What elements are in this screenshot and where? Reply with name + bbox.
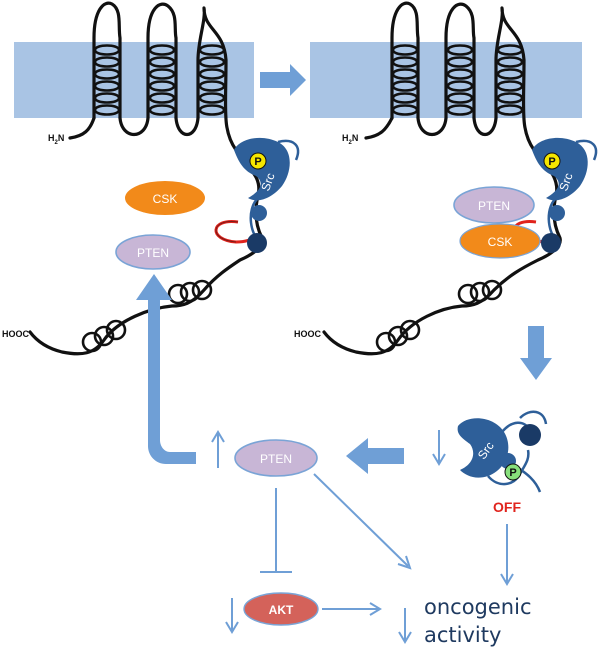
coils-cytoplasmic-right <box>375 279 503 353</box>
sh2-domain-right <box>549 205 565 221</box>
pten-center <box>234 439 318 477</box>
oncogenic-label-line2: activity <box>424 623 501 647</box>
csk-label-right: CSK <box>488 235 513 249</box>
increase-arrow-pten <box>211 430 225 468</box>
pten-label-center: PTEN <box>260 452 292 466</box>
pten-right <box>453 186 535 224</box>
src-label-right: Src <box>556 171 575 193</box>
arrow-pten-oncogenic <box>313 473 412 570</box>
src-kinase-left <box>234 137 300 253</box>
phospho-site-left <box>249 152 267 170</box>
arrow-akt-oncogenic <box>322 602 382 616</box>
off-label: OFF <box>493 499 521 515</box>
src-inactive <box>457 410 548 493</box>
akt <box>243 592 319 626</box>
nterm-label-left: H2N <box>48 133 64 146</box>
arrow-transition-right <box>260 64 306 96</box>
decrease-arrow-src <box>432 430 446 466</box>
pten-left <box>115 234 191 270</box>
csk-right <box>459 223 541 259</box>
phospho-site-inactive <box>504 463 522 481</box>
oncogenic-label-line1: oncogenic <box>424 595 532 619</box>
decrease-arrow-oncogenic <box>398 608 412 644</box>
pten-label-left: PTEN <box>137 246 169 260</box>
phospho-label-right: P <box>548 156 555 168</box>
arrow-off-oncogenic <box>500 524 514 586</box>
csk-left <box>125 181 205 215</box>
pten-label-right: PTEN <box>478 199 510 213</box>
cterm-label-left: HOOC <box>2 329 30 339</box>
src-label-left: Src <box>258 171 277 193</box>
nterm-label-right: H2N <box>342 133 358 146</box>
arrow-feedback-up <box>136 274 196 464</box>
src-kinase-right <box>532 137 598 253</box>
phospho-site-right <box>543 152 561 170</box>
akt-label: AKT <box>269 603 294 617</box>
sh3-domain-right <box>541 233 561 253</box>
sh3-domain-inactive <box>519 424 541 446</box>
coils-cytoplasmic-left <box>81 279 213 353</box>
sh2-domain-left <box>251 205 267 221</box>
arrow-to-pten <box>346 438 404 474</box>
linker-left <box>214 220 251 244</box>
arrow-down-to-inactive <box>520 326 552 380</box>
inhibition-pten-akt <box>260 488 292 573</box>
phospho-label-inactive: P <box>509 467 516 479</box>
csk-label-left: CSK <box>153 192 178 206</box>
cterm-label-right: HOOC <box>294 329 322 339</box>
phospho-label-left: P <box>254 156 261 168</box>
sh3-domain-left <box>247 233 267 253</box>
decrease-arrow-akt <box>225 598 239 634</box>
